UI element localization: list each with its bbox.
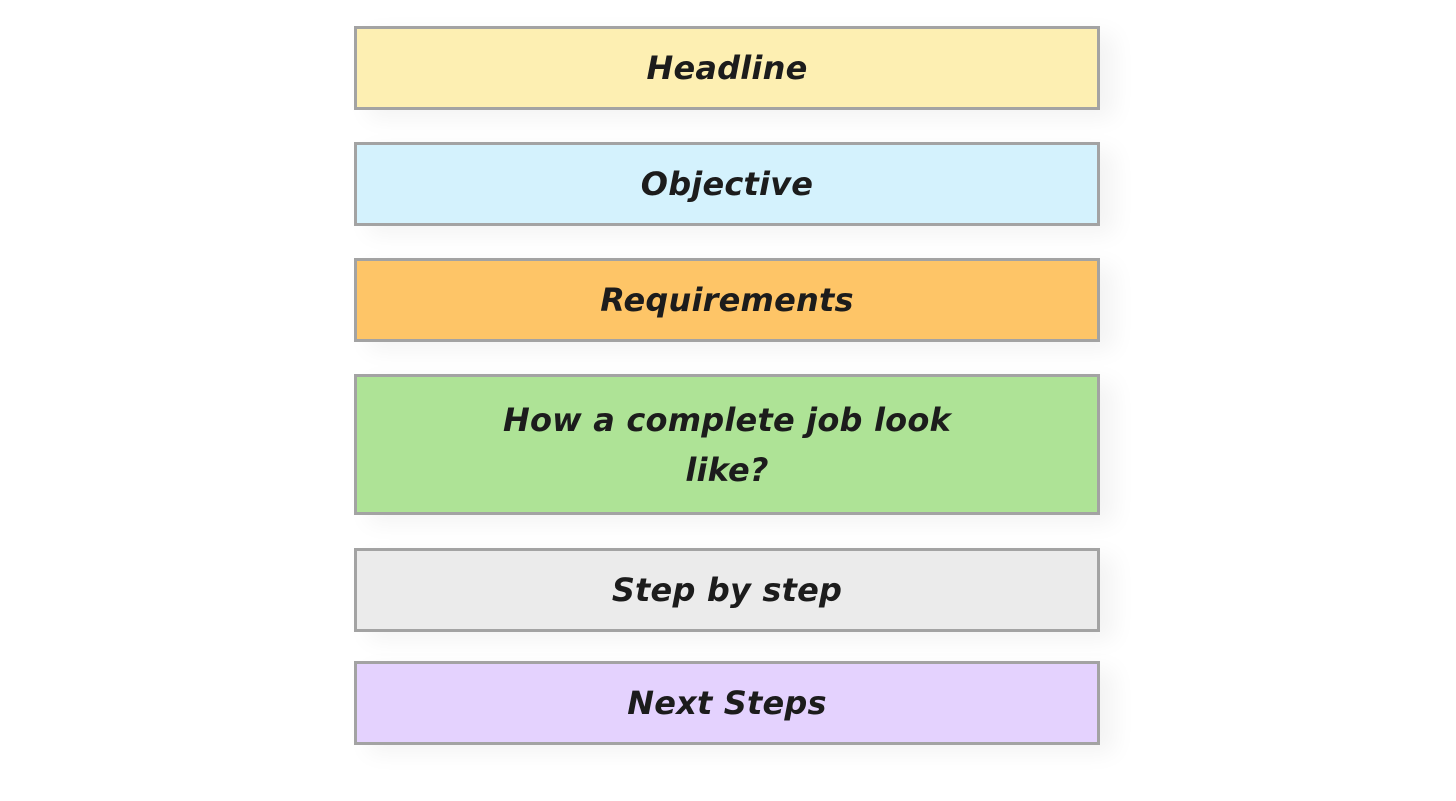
- section-next-steps: Next Steps: [354, 661, 1100, 745]
- section-step-by-step-label: Step by step: [611, 571, 843, 609]
- section-complete-job-label: How a complete job look like?: [502, 400, 952, 489]
- section-headline: Headline: [354, 26, 1100, 110]
- section-next-steps-label: Next Steps: [627, 684, 827, 722]
- section-requirements-label: Requirements: [600, 281, 854, 319]
- section-headline-label: Headline: [646, 49, 808, 87]
- section-step-by-step: Step by step: [354, 548, 1100, 632]
- section-complete-job: How a complete job look like?: [354, 374, 1100, 515]
- section-requirements: Requirements: [354, 258, 1100, 342]
- section-objective-label: Objective: [640, 165, 814, 203]
- section-objective: Objective: [354, 142, 1100, 226]
